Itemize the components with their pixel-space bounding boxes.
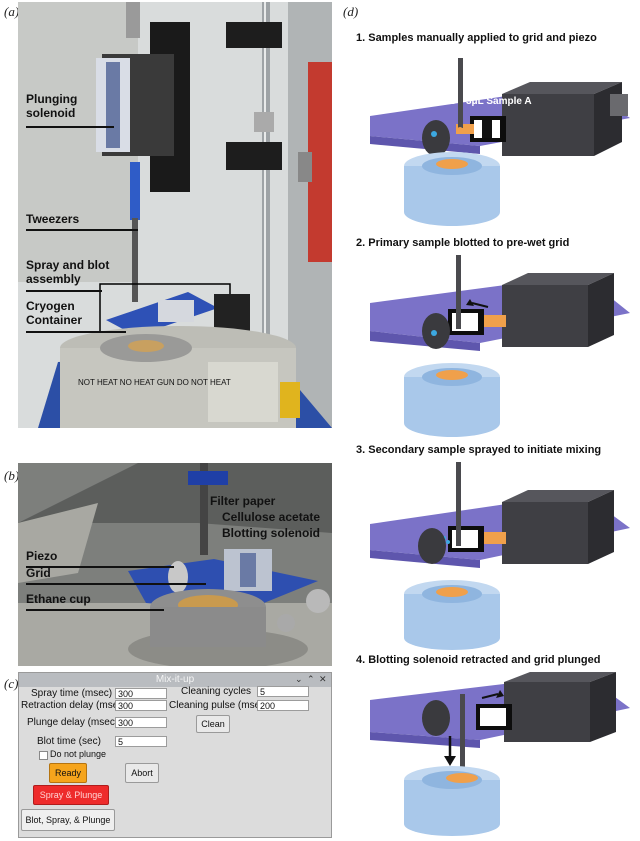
step-3-caption: 3. Secondary sample sprayed to initiate …	[356, 444, 602, 456]
cleaning-pulse-input[interactable]: 200	[257, 700, 309, 711]
annotation-spray-blot-assembly: Spray and blot assembly	[26, 258, 110, 286]
container-warning-text: NOT HEAT NO HEAT GUN DO NOT HEAT	[78, 378, 231, 387]
retraction-delay-input[interactable]: 300	[115, 700, 167, 711]
step-4-caption: 4. Blotting solenoid retracted and grid …	[356, 654, 601, 666]
blot-time-label: Blot time (sec)	[37, 736, 101, 747]
do-not-plunge-label: Do not plunge	[50, 749, 107, 759]
spray-time-label: Spray time (msec)	[31, 688, 113, 699]
apparatus-illustration	[18, 2, 332, 428]
panel-label-d: (d)	[343, 4, 359, 19]
annotation-piezo: Piezo	[26, 549, 58, 563]
annotation-tweezers: Tweezers	[26, 212, 80, 226]
close-icon[interactable]: ✕	[319, 674, 327, 684]
maximize-icon[interactable]: ⌃	[307, 674, 315, 684]
sample-b-label: 2μL Sample B	[390, 96, 456, 107]
schematic-step-3	[370, 462, 630, 650]
annotation-line	[26, 126, 114, 128]
annotation-line	[26, 566, 174, 568]
annotation-line	[26, 290, 102, 292]
window-title: Mix-it-up	[155, 674, 195, 685]
annotation-plunging-solenoid: Plunging solenoid	[26, 92, 78, 120]
closeup-illustration	[18, 463, 332, 666]
abort-button[interactable]: Abort	[125, 763, 159, 783]
retraction-delay-label: Retraction delay (msec)	[21, 700, 127, 711]
cleaning-pulse-label: Cleaning pulse (msec)	[169, 700, 269, 711]
minimize-icon[interactable]: ⌄	[295, 674, 303, 684]
schematic-step-2	[370, 255, 630, 437]
annotation-cryogen-container: Cryogen Container	[26, 299, 83, 327]
mix-it-up-window: Mix-it-up ⌄ ⌃ ✕ Spray time (msec) 300 Re…	[18, 672, 332, 838]
clean-button[interactable]: Clean	[196, 715, 230, 733]
annotation-line	[26, 609, 164, 611]
plunge-delay-input[interactable]: 300	[115, 717, 167, 728]
photo-apparatus	[18, 2, 332, 428]
blot-spray-plunge-button[interactable]: Blot, Spray, & Plunge	[21, 809, 115, 831]
schematic-step-1	[370, 58, 630, 226]
cleaning-cycles-label: Cleaning cycles	[181, 686, 252, 697]
annotation-cellulose-acetate: Cellulose acetate	[222, 510, 321, 524]
cleaning-cycles-input[interactable]: 5	[257, 686, 309, 697]
annotation-line	[26, 229, 138, 231]
panel-label-b: (b)	[4, 468, 20, 483]
step-2-caption: 2. Primary sample blotted to pre-wet gri…	[356, 237, 570, 249]
sample-a-label: 3μL Sample A	[466, 96, 532, 107]
annotation-grid: Grid	[26, 566, 51, 580]
panel-label-a: (a)	[4, 4, 20, 19]
schematic-step-4	[370, 672, 630, 836]
blot-time-input[interactable]: 5	[115, 736, 167, 747]
annotation-ethane-cup: Ethane cup	[26, 592, 91, 606]
annotation-line	[26, 331, 126, 333]
panel-label-c: (c)	[4, 676, 19, 691]
annotation-filter-paper: Filter paper	[210, 494, 276, 508]
do-not-plunge-checkbox[interactable]	[39, 751, 48, 760]
photo-closeup	[18, 463, 332, 666]
window-titlebar[interactable]: Mix-it-up ⌄ ⌃ ✕	[19, 673, 331, 687]
ready-button[interactable]: Ready	[49, 763, 87, 783]
annotation-line	[26, 583, 206, 585]
spray-and-plunge-button[interactable]: Spray & Plunge	[33, 785, 109, 805]
step-1-caption: 1. Samples manually applied to grid and …	[356, 32, 597, 44]
annotation-blotting-solenoid: Blotting solenoid	[222, 526, 320, 540]
spray-time-input[interactable]: 300	[115, 688, 167, 699]
plunge-delay-label: Plunge delay (msec)	[27, 717, 119, 728]
